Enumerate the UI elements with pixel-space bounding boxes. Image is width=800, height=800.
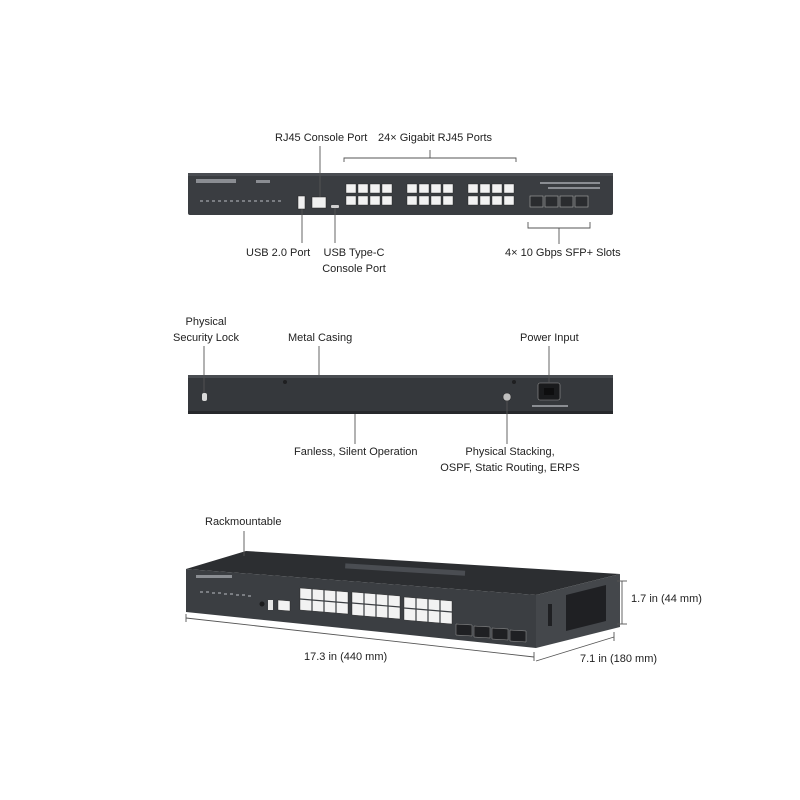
screw-icon <box>283 380 287 384</box>
width-dimension-label: 17.3 in (440 mm) <box>304 651 388 663</box>
rj45-console-port <box>311 196 327 209</box>
sfp-slots-label: 4× 10 Gbps SFP+ Slots <box>505 247 621 259</box>
usbc-label-line1: USB Type-C <box>323 247 385 259</box>
stacking-label-line2: OSPF, Static Routing, ERPS <box>440 462 580 474</box>
gigabit-ports-label: 24× Gigabit RJ45 Ports <box>378 132 493 144</box>
stacking-label-line1: Physical Stacking, <box>465 446 555 458</box>
sfp-slots <box>529 195 589 208</box>
gigabit-rj45-ports <box>345 183 515 206</box>
usbc-label-line2: Console Port <box>322 263 386 275</box>
front-chassis <box>188 173 613 215</box>
depth-dimension-label: 7.1 in (180 mm) <box>580 653 658 665</box>
usb20-label: USB 2.0 Port <box>246 247 311 259</box>
security-lock-label: Physical Security Lock <box>166 314 246 346</box>
top-logo <box>345 563 466 576</box>
rj45-console-label: RJ45 Console Port <box>275 132 368 144</box>
switch-front-view <box>188 146 613 244</box>
top-surface <box>186 551 620 595</box>
screw-icon <box>512 380 516 384</box>
tp-link-logo <box>196 179 236 183</box>
fanless-label: Fanless, Silent Operation <box>294 446 418 458</box>
security-lock-slot <box>202 393 207 401</box>
power-input-label: Power Input <box>520 332 579 344</box>
usbc-console-port <box>331 205 339 208</box>
usbc-console-label: USB Type-C Console Port <box>316 245 392 277</box>
switch-rear-view <box>188 346 613 444</box>
ground-screw-icon <box>502 392 512 402</box>
height-dimension-label: 1.7 in (44 mm) <box>631 593 702 605</box>
metal-casing-label: Metal Casing <box>288 332 353 344</box>
rackmountable-label: Rackmountable <box>205 516 282 528</box>
switch-angled-view <box>185 531 627 662</box>
angled-sfp-slots <box>455 623 527 643</box>
stacking-label: Physical Stacking, OSPF, Static Routing,… <box>428 444 592 476</box>
usb20-port <box>297 195 306 210</box>
security-label-line2: Security Lock <box>172 332 240 344</box>
security-label-line1: Physical <box>185 316 227 328</box>
led-indicators <box>200 200 281 202</box>
